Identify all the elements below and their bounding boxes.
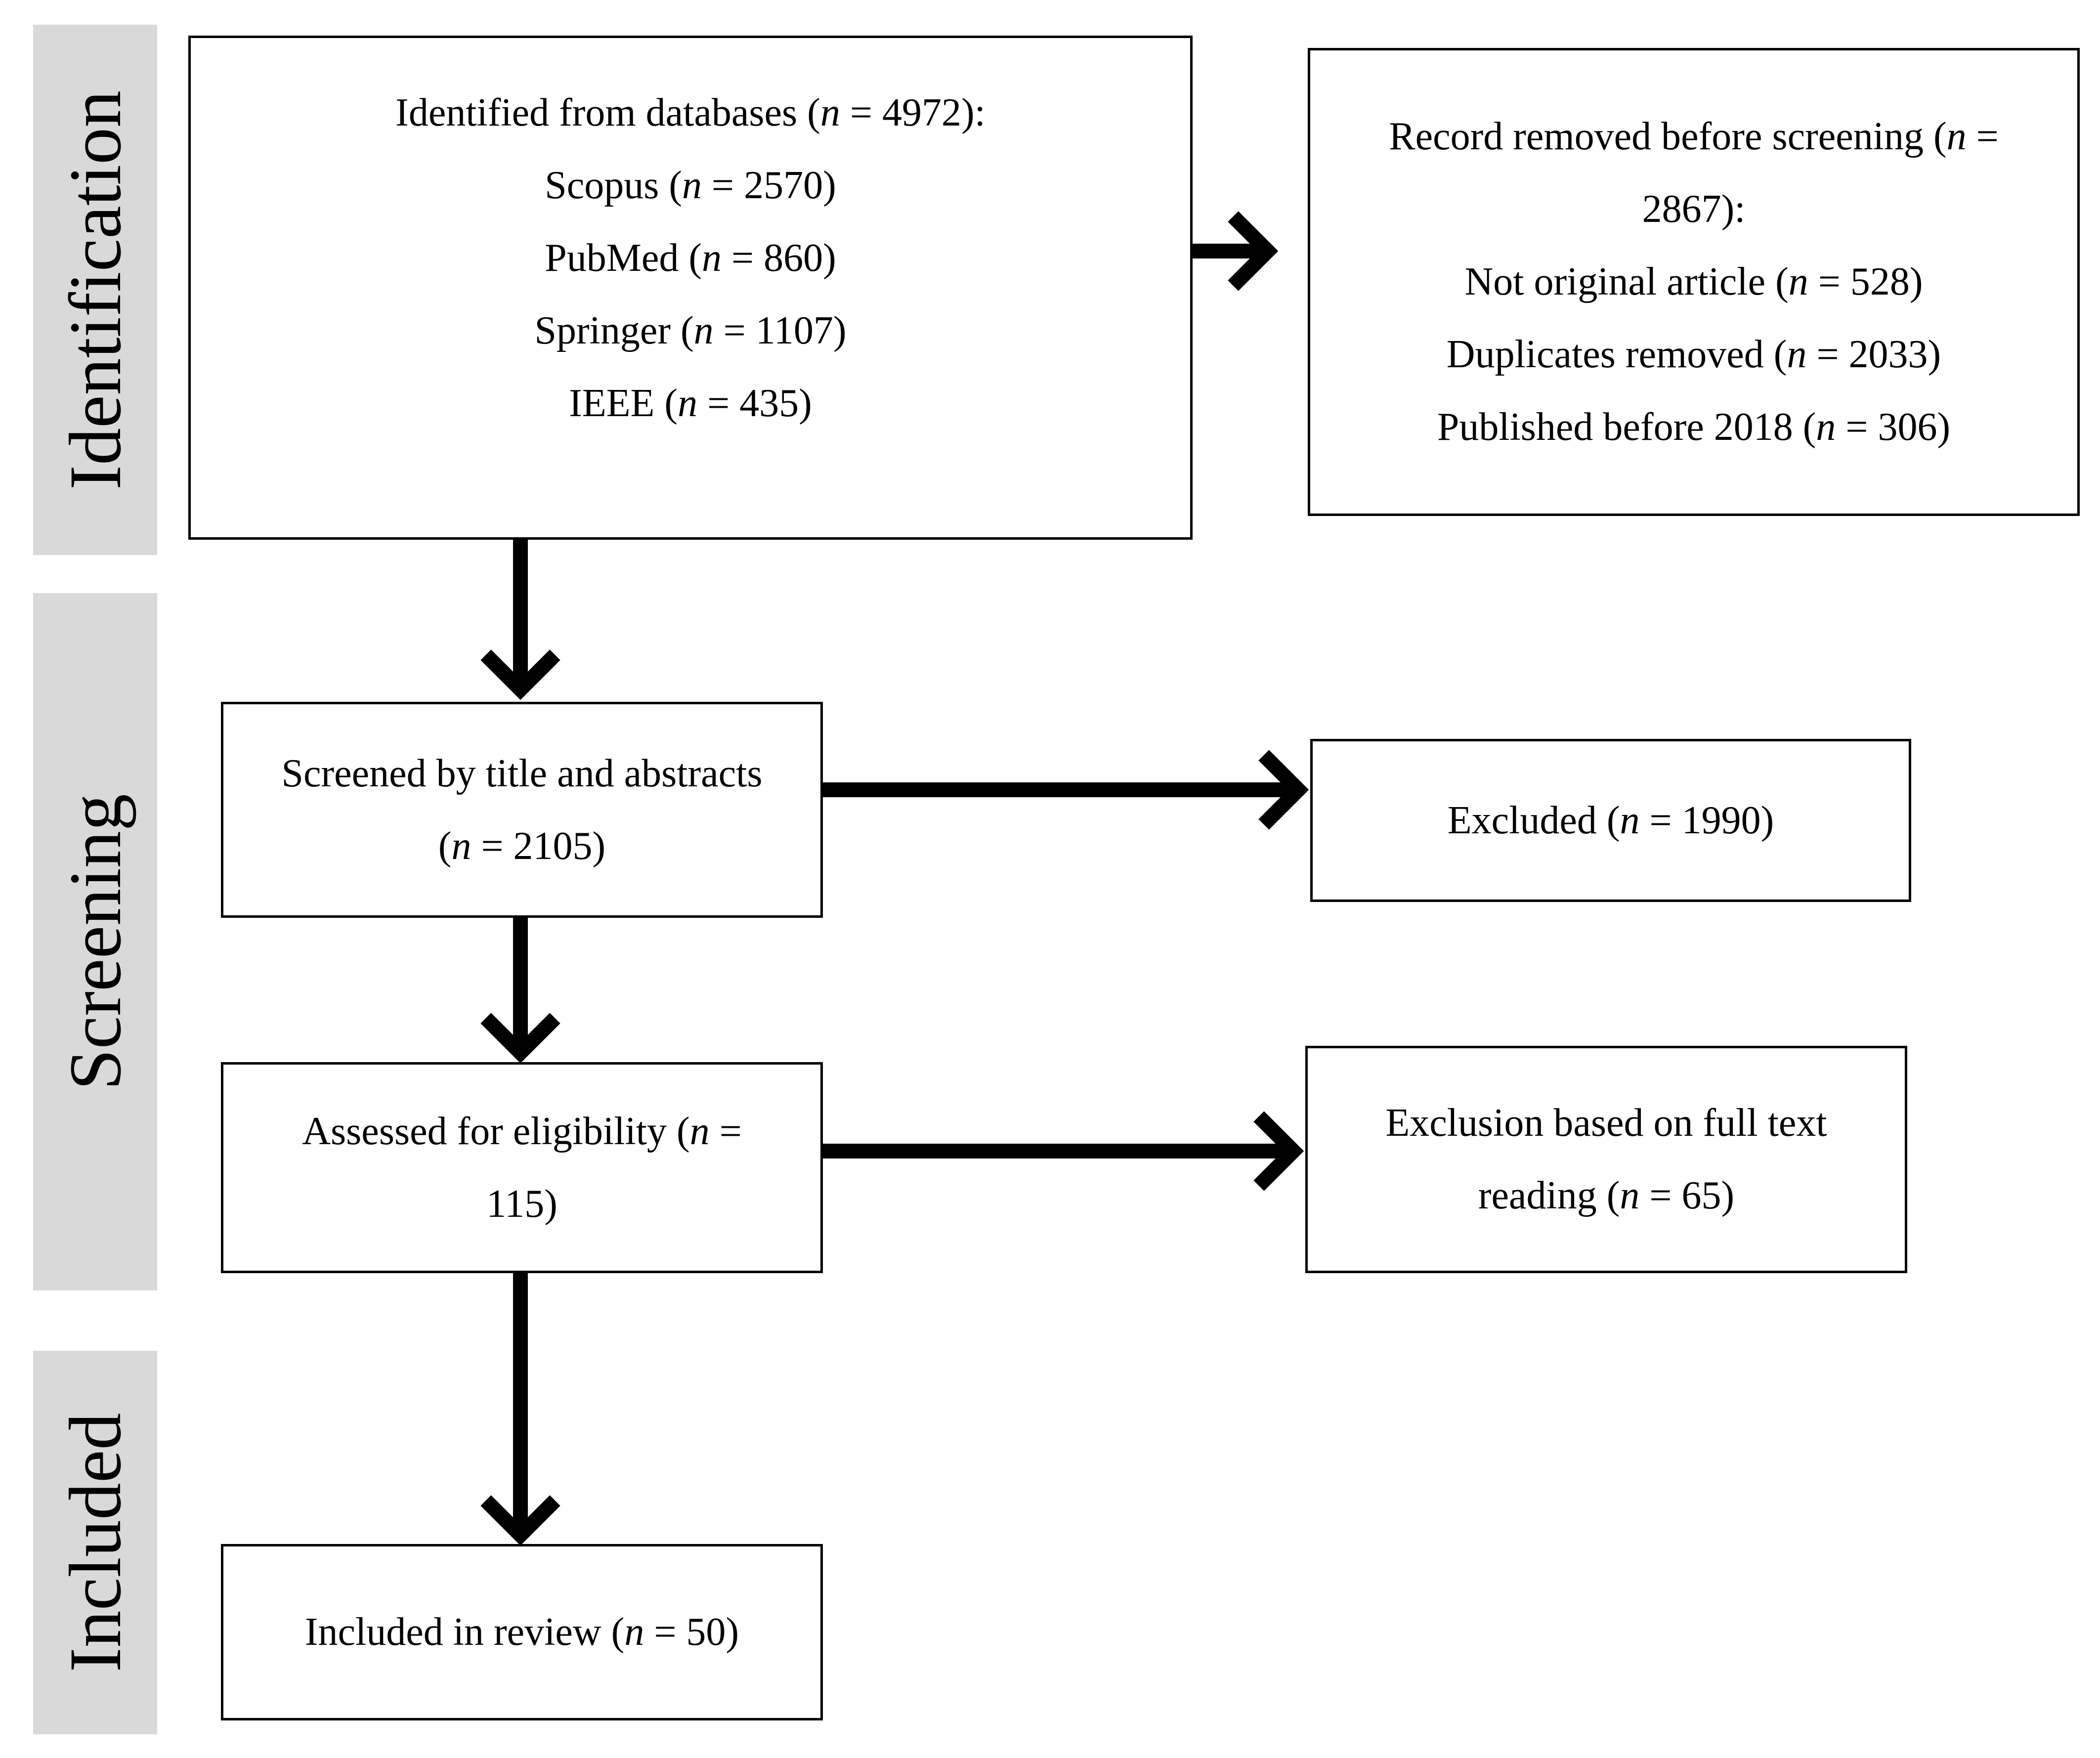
- removed-before-screening-box: Record removed before screening (n =2867…: [1308, 48, 2080, 516]
- included-line-pre: Included in review (: [304, 1610, 625, 1654]
- removed-line: 2867):: [1642, 173, 1746, 246]
- removed-line-pre: 2867):: [1642, 187, 1746, 231]
- arrowhead-identified-to-removed: [1228, 211, 1279, 291]
- identified-line-pre: PubMed (: [545, 236, 702, 280]
- screened-line-pre: (: [438, 824, 452, 868]
- identified-line-pre: Identified from databases (: [395, 91, 820, 134]
- included-line-post: = 50): [644, 1610, 739, 1654]
- removed-line-it: n: [1787, 333, 1807, 376]
- removed-line: Record removed before screening (n =: [1389, 100, 1998, 173]
- fulltext-line-post: = 65): [1639, 1174, 1735, 1217]
- screened-box: Screened by title and abstracts (n = 2105…: [221, 702, 823, 918]
- identified-line-post: = 860): [722, 236, 836, 280]
- screened-line: Screened by title and abstracts: [282, 737, 763, 810]
- identified-line-it: n: [820, 91, 840, 134]
- removed-line-it: n: [1788, 260, 1808, 303]
- screened-line-post: = 2105): [471, 824, 606, 868]
- identified-line: Identified from databases (n = 4972):: [395, 77, 986, 149]
- identified-line-it: n: [682, 164, 702, 207]
- fulltext-line-pre: Exclusion based on full text: [1385, 1101, 1827, 1145]
- removed-line-it: n: [1946, 115, 1967, 158]
- included-in-review-box: Included in review (n = 50): [221, 1544, 823, 1720]
- identified-line-post: = 4972):: [840, 91, 986, 134]
- screened-line: (n = 2105): [438, 810, 605, 883]
- fulltext-line-it: n: [1620, 1174, 1640, 1217]
- identified-line: Springer (n = 1107): [535, 295, 847, 367]
- removed-line-post: = 2033): [1806, 333, 1941, 376]
- identified-line-it: n: [693, 309, 714, 352]
- fulltext-exclusion-box: Exclusion based on full text reading (n =…: [1305, 1046, 1907, 1273]
- removed-line: Not original article (n = 528): [1464, 246, 1923, 318]
- identified-line-post: = 1107): [713, 309, 847, 352]
- identified-line-it: n: [678, 382, 698, 425]
- assessed-line: 115): [486, 1168, 557, 1241]
- identified-line-it: n: [702, 236, 722, 280]
- removed-line-pre: Not original article (: [1464, 260, 1789, 303]
- removed-line-pre: Record removed before screening (: [1389, 115, 1947, 158]
- phase-bar-screening: Screening: [33, 593, 157, 1290]
- arrowhead-assessed-to-included: [480, 1495, 560, 1546]
- included-line-it: n: [624, 1610, 644, 1654]
- excluded-line-pre: Excluded (: [1447, 798, 1620, 842]
- excluded-box: Excluded (n = 1990): [1310, 739, 1911, 902]
- identified-line-pre: Springer (: [534, 309, 694, 352]
- phase-bar-included: Included: [33, 1351, 157, 1734]
- screened-line-it: n: [451, 824, 471, 868]
- identified-box: Identified from databases (n = 4972):Sco…: [188, 36, 1193, 540]
- screened-line-pre: Screened by title and abstracts: [281, 751, 763, 795]
- arrowhead-identified-to-screened: [480, 649, 560, 700]
- identified-line: IEEE (n = 435): [569, 367, 812, 440]
- removed-line-pre: Duplicates removed (: [1446, 333, 1787, 376]
- excluded-line-it: n: [1620, 798, 1640, 842]
- excluded-line-post: = 1990): [1639, 798, 1774, 842]
- removed-line-post: = 306): [1836, 405, 1951, 449]
- assessed-line-post: =: [709, 1109, 742, 1153]
- arrowhead-assessed-to-fulltext: [1253, 1111, 1304, 1191]
- arrowhead-screened-to-excluded: [1258, 750, 1309, 830]
- assessed-eligibility-box: Assessed for eligibility (n = 115): [221, 1062, 823, 1273]
- phase-bar-identification: Identification: [33, 25, 157, 555]
- removed-line-it: n: [1816, 405, 1836, 449]
- removed-line-pre: Published before 2018 (: [1437, 405, 1816, 449]
- identified-line: Scopus (n = 2570): [545, 149, 836, 222]
- identified-line-post: = 435): [697, 382, 812, 425]
- assessed-line-it: n: [689, 1109, 710, 1153]
- assessed-line-pre: 115): [486, 1182, 557, 1226]
- assessed-line-pre: Assessed for eligibility (: [302, 1109, 690, 1153]
- removed-line-post: = 528): [1808, 260, 1923, 303]
- identified-line: PubMed (n = 860): [545, 222, 836, 295]
- arrowhead-screened-to-assessed: [480, 1013, 560, 1064]
- included-line: Included in review (n = 50): [305, 1596, 739, 1669]
- fulltext-line: reading (n = 65): [1478, 1159, 1734, 1232]
- identified-line-post: = 2570): [702, 164, 836, 207]
- removed-line-post: =: [1966, 115, 1999, 158]
- excluded-line: Excluded (n = 1990): [1448, 784, 1774, 857]
- fulltext-line-pre: reading (: [1478, 1174, 1620, 1217]
- removed-line: Duplicates removed (n = 2033): [1447, 318, 1941, 391]
- assessed-line: Assessed for eligibility (n =: [302, 1095, 741, 1168]
- removed-line: Published before 2018 (n = 306): [1437, 391, 1950, 464]
- identified-line-pre: Scopus (: [545, 164, 682, 207]
- identified-line-pre: IEEE (: [569, 382, 678, 425]
- fulltext-line: Exclusion based on full text: [1385, 1087, 1827, 1159]
